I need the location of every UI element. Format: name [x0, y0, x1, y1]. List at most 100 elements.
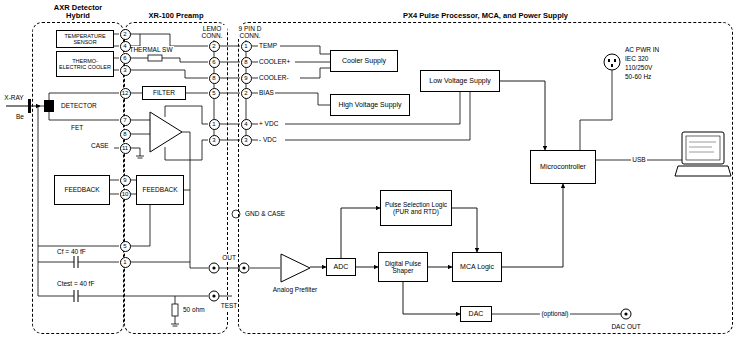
- bus-label: USB: [631, 156, 646, 163]
- pin-number: 8: [120, 129, 131, 140]
- signal-label: + VDC: [258, 120, 279, 127]
- amplifier-symbol: [280, 253, 312, 284]
- shaper-box: Digital Pulse Shaper: [378, 252, 428, 282]
- detector-chip: [44, 100, 54, 112]
- signal-arrow: [341, 208, 380, 258]
- region-heading: AXR Detector Hybrid: [48, 4, 108, 21]
- signal-label: TEMP: [258, 42, 278, 49]
- preamp-wires: [130, 34, 208, 326]
- signal-arrow: [452, 208, 477, 252]
- ac-power-pins: [608, 59, 616, 67]
- ac-power-inlet: [604, 54, 620, 70]
- connector-label: 9 PIN D CONN.: [234, 25, 266, 39]
- block-name: Microcontroller: [540, 163, 586, 171]
- cooler-box: THERMO-ELECTRIC COOLER: [56, 51, 114, 77]
- pin-number: 10: [120, 189, 131, 200]
- pin-number: 9: [241, 73, 252, 84]
- pin-number: 5: [120, 241, 131, 252]
- connector-label: LEMO CONN.: [197, 25, 227, 39]
- value-label: Ctest = 40 fF: [56, 280, 95, 287]
- pin-number: 8: [241, 57, 252, 68]
- block-name: ADC: [334, 263, 349, 271]
- xray-arrow: [6, 106, 40, 107]
- signal-arrow: [500, 81, 545, 150]
- pin-number: 11: [120, 143, 131, 154]
- connector-label: DAC OUT: [610, 323, 641, 330]
- dac-out-connector: [621, 309, 631, 319]
- block-name: FEEDBACK: [64, 186, 99, 193]
- signal-label: BIAS: [258, 89, 275, 96]
- pin-number: 5: [209, 88, 220, 99]
- pin-number: 2: [120, 29, 131, 40]
- signal-label: X-RAY: [3, 94, 24, 101]
- block-name: MCA Logic: [460, 263, 494, 271]
- laptop-display: [686, 136, 720, 160]
- block-name: THERMO-ELECTRIC COOLER: [59, 58, 111, 70]
- out-connector: [209, 263, 219, 273]
- amplifier-symbol: [150, 112, 182, 152]
- dac-box: DAC: [460, 306, 492, 322]
- signal-arrow: [403, 282, 460, 314]
- px4-wires: [492, 70, 682, 314]
- prefilter-amplifier: Analog Prefilter: [270, 253, 320, 303]
- value-label: Cf = 40 fF: [56, 248, 87, 255]
- supply-box: High Voltage Supply: [330, 94, 410, 116]
- pin-number: 8: [209, 73, 220, 84]
- laptop-screen: [682, 132, 724, 164]
- laptop-base: [675, 166, 731, 176]
- connector-label: OUT: [221, 254, 237, 261]
- signal-arrow: [428, 267, 452, 268]
- block-name: FILTER: [153, 89, 175, 96]
- pin-number: 9: [120, 175, 131, 186]
- power-note: 50-60 Hz: [624, 73, 652, 80]
- thermal-switch-resistor: [148, 55, 162, 61]
- pin-number: 1: [209, 119, 220, 130]
- pin-number: 3: [241, 135, 252, 146]
- pin-number: 1: [120, 257, 131, 268]
- out-connector-pin: [242, 266, 245, 269]
- part-label: THERMAL SW: [128, 46, 173, 53]
- signal-arrow: [502, 184, 563, 267]
- out-connector: [239, 263, 249, 273]
- block-name: FEEDBACK: [142, 186, 177, 193]
- pin-number: 1: [241, 41, 252, 52]
- part-label: DETECTOR: [60, 102, 98, 109]
- pin-number: 6: [120, 53, 131, 64]
- block-name: Pulse Selection Logic: [385, 201, 447, 208]
- logic-box: Pulse Selection Logic(PUR and RTD): [380, 190, 452, 226]
- preamp-region: XR-100 PreampFILTERFEEDBACK: [124, 22, 228, 334]
- block-name: Low Voltage Supply: [429, 77, 491, 85]
- pin-number: 4: [120, 41, 131, 52]
- part-label: FET: [70, 124, 84, 131]
- power-note: IEC 320: [624, 55, 650, 62]
- px4-region: PX4 Pulse Processor, MCA, and Power Supp…: [238, 22, 733, 334]
- capacitor-symbol: [74, 256, 78, 302]
- note-label: (optional): [540, 310, 569, 317]
- region-heading: PX4 Pulse Processor, MCA, and Power Supp…: [403, 12, 568, 20]
- pin-number: 6: [209, 57, 220, 68]
- block-subtitle: (PUR and RTD): [393, 208, 439, 215]
- signal-label: COOLER+: [258, 58, 291, 65]
- connector-label: TEST: [220, 302, 239, 309]
- pin-number: 7: [120, 115, 131, 126]
- part-label: CASE: [90, 142, 110, 149]
- supply-box: Cooler Supply: [330, 50, 398, 72]
- out-connector-pin: [212, 266, 215, 269]
- supply-box: Low Voltage Supply: [420, 70, 500, 92]
- test-connector-pin: [212, 294, 215, 297]
- feedback-box: FEEDBACK: [54, 175, 110, 205]
- signal-label: - VDC: [258, 136, 278, 143]
- signal-label: COOLER-: [258, 74, 290, 81]
- pin-number: 2: [241, 88, 252, 99]
- block-name: Digital Pulse Shaper: [381, 260, 425, 274]
- test-connector: [209, 291, 219, 301]
- region-heading: XR-100 Preamp: [148, 12, 203, 20]
- hybrid-wires: [38, 34, 208, 296]
- sensor-box: TEMPERATURE SENSOR: [56, 30, 114, 48]
- block-name: Analog Prefilter: [270, 286, 320, 293]
- adc-box: ADC: [326, 258, 356, 276]
- filter-box: FILTER: [142, 86, 186, 100]
- be-window: [28, 99, 31, 113]
- value-label: 50 ohm: [182, 306, 206, 313]
- block-name: TEMPERATURE SENSOR: [59, 33, 111, 45]
